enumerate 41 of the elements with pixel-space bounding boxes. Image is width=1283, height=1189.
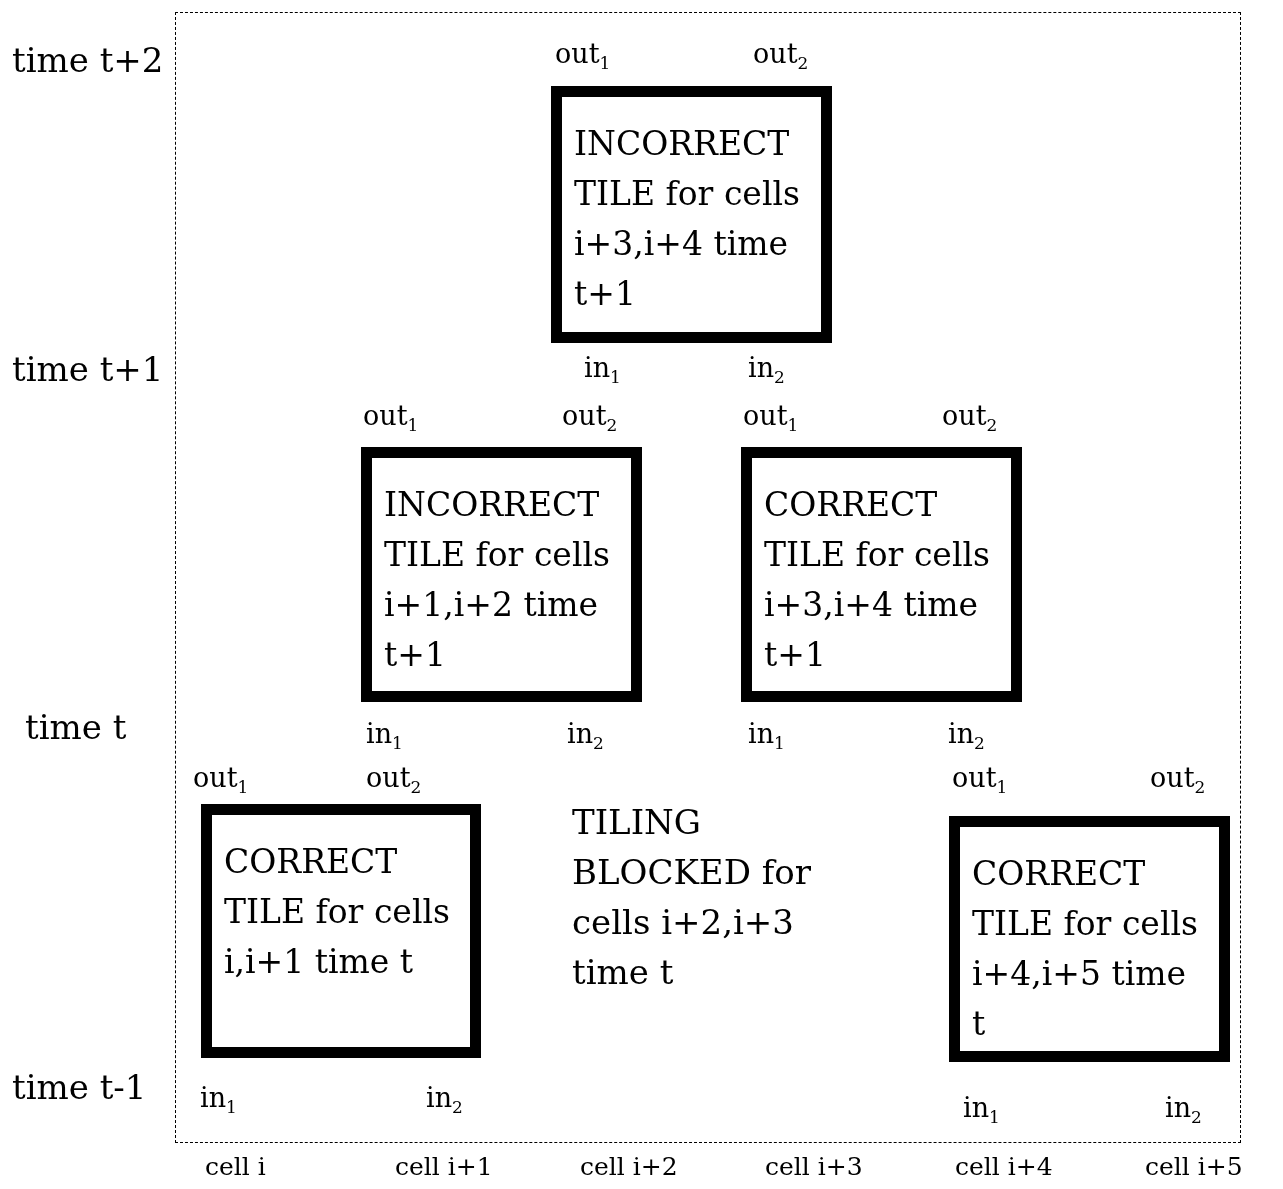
port-label: in$_{1}$ xyxy=(748,718,785,756)
cell-label: cell i+5 xyxy=(1145,1152,1243,1181)
port-label: in$_{2}$ xyxy=(748,352,785,390)
cell-label: cell i+1 xyxy=(395,1152,493,1181)
cell-label: cell i+3 xyxy=(765,1152,863,1181)
tile-text: CORRECT TILE for cells i+4,i+5 time t xyxy=(972,853,1199,1045)
port-label: in$_{1}$ xyxy=(200,1082,237,1120)
tile-box xyxy=(551,86,832,343)
port-label: out$_{1}$ xyxy=(743,400,799,438)
time-label: time t-1 xyxy=(12,1066,147,1109)
port-label: in$_{2}$ xyxy=(426,1082,463,1120)
port-label: out$_{1}$ xyxy=(363,400,419,438)
time-label: time t+2 xyxy=(12,39,164,82)
port-label: out$_{2}$ xyxy=(942,400,998,438)
port-label: in$_{1}$ xyxy=(584,352,621,390)
port-label: out$_{1}$ xyxy=(555,38,611,76)
port-label: in$_{2}$ xyxy=(948,718,985,756)
tile-box xyxy=(741,447,1022,702)
port-label: out$_{1}$ xyxy=(193,762,249,800)
port-label: out$_{2}$ xyxy=(562,400,618,438)
tile-box xyxy=(361,447,642,702)
tile-text: CORRECT TILE for cells i,i+1 time t xyxy=(224,841,451,983)
port-label: out$_{2}$ xyxy=(1150,762,1206,800)
tile-box xyxy=(949,816,1230,1062)
tile-box xyxy=(201,804,481,1058)
port-label: in$_{2}$ xyxy=(1165,1092,1202,1130)
port-label: out$_{2}$ xyxy=(753,38,809,76)
port-label: in$_{1}$ xyxy=(963,1092,1000,1130)
port-label: out$_{1}$ xyxy=(952,762,1008,800)
tile-text: INCORRECT TILE for cells i+1,i+2 time t+1 xyxy=(384,484,611,676)
cell-label: cell i+4 xyxy=(955,1152,1053,1181)
port-label: in$_{2}$ xyxy=(567,718,604,756)
port-label: in$_{1}$ xyxy=(366,718,403,756)
cell-label: cell i+2 xyxy=(580,1152,678,1181)
time-label: time t xyxy=(25,706,127,749)
blocked-note: TILING BLOCKED for cells i+2,i+3 time t xyxy=(572,801,813,994)
cell-label: cell i xyxy=(205,1152,266,1181)
tile-text: CORRECT TILE for cells i+3,i+4 time t+1 xyxy=(764,484,991,676)
tile-text: INCORRECT TILE for cells i+3,i+4 time t+1 xyxy=(574,123,801,315)
port-label: out$_{2}$ xyxy=(366,762,422,800)
time-label: time t+1 xyxy=(12,348,164,391)
